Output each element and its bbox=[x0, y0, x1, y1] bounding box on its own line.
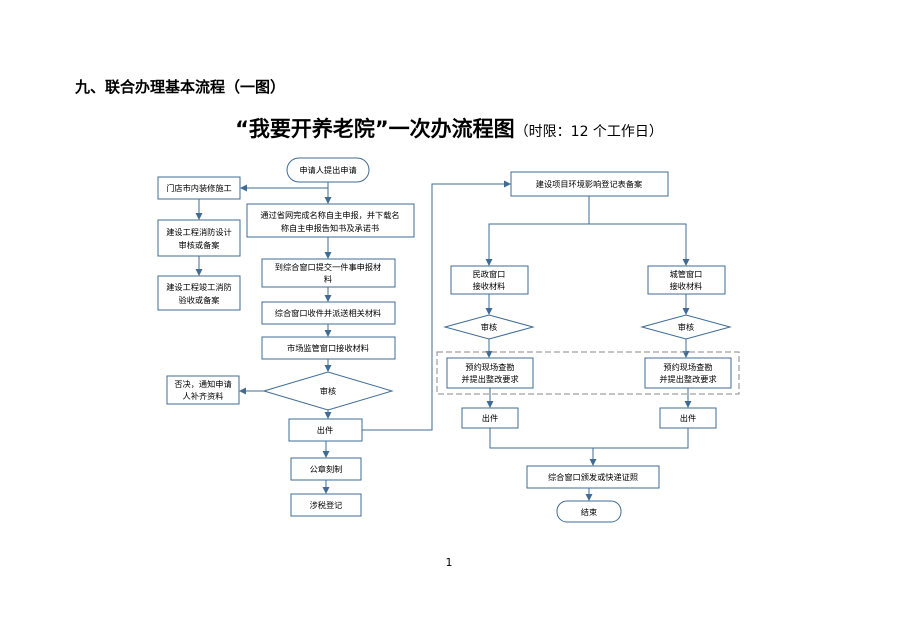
node-seal-engrave: 公章刻制 bbox=[290, 457, 362, 481]
node-seal-engrave-label: 公章刻制 bbox=[310, 464, 343, 474]
title-time-limit: （时限：12 个工作日） bbox=[514, 124, 663, 140]
node-civil-window: 民政窗口 接收材料 bbox=[450, 265, 529, 295]
node-market-receive: 市场监管窗口接收材料 bbox=[261, 336, 396, 360]
node-env-record-label: 建设项目环境影响登记表备案 bbox=[536, 179, 642, 189]
node-issue-urban: 出件 bbox=[659, 407, 717, 429]
node-certificate-label: 综合窗口颁发或快递证照 bbox=[548, 472, 638, 482]
node-review-urban-label: 审核 bbox=[678, 322, 694, 332]
node-online-apply: 通过省网完成名称自主申报，并下载名 称自主申报告知书及承诺书 bbox=[246, 203, 415, 238]
node-issue-main: 出件 bbox=[288, 418, 363, 442]
node-urban-window-line2: 接收材料 bbox=[670, 281, 703, 291]
node-fire-design-line1: 建设工程消防设计 bbox=[166, 227, 232, 237]
node-civil-window-line1: 民政窗口 bbox=[473, 269, 506, 279]
node-submit-materials-line2: 料 bbox=[324, 274, 332, 284]
node-start-label: 申请人提出申请 bbox=[299, 165, 356, 175]
node-env-record: 建设项目环境影响登记表备案 bbox=[510, 171, 669, 197]
node-submit-materials-line1: 到综合窗口提交一件事申报材 bbox=[275, 262, 381, 272]
node-inspect-civil: 预约现场查勘 并提出整改要求 bbox=[446, 357, 534, 389]
node-online-apply-line1: 通过省网完成名称自主申报，并下载名 bbox=[260, 210, 399, 220]
node-inspect-civil-line1: 预约现场查勘 bbox=[465, 362, 514, 372]
node-urban-window-line1: 城管窗口 bbox=[670, 269, 703, 279]
node-inspect-civil-line2: 并提出整改要求 bbox=[461, 374, 518, 384]
node-reject-notice: 否决，通知申请 人补齐资料 bbox=[166, 375, 240, 405]
node-fire-design: 建设工程消防设计 审核或备案 bbox=[157, 219, 241, 257]
node-review-civil-label: 审核 bbox=[481, 322, 497, 332]
node-urban-window: 城管窗口 接收材料 bbox=[647, 265, 726, 295]
edge-start-renovation bbox=[240, 182, 329, 192]
edge-issue-env bbox=[362, 180, 511, 431]
node-end: 结束 bbox=[556, 500, 622, 523]
node-online-apply-line2: 称自主申报告知书及承诺书 bbox=[281, 223, 379, 233]
node-issue-civil-label: 出件 bbox=[482, 413, 498, 423]
page-number: 1 bbox=[445, 556, 453, 569]
node-submit-materials: 到综合窗口提交一件事申报材 料 bbox=[261, 258, 396, 288]
node-receive-dispatch: 综合窗口收件并派送相关材料 bbox=[261, 301, 396, 325]
node-review-main-label: 审核 bbox=[320, 386, 336, 396]
node-receive-dispatch-label: 综合窗口收件并派送相关材料 bbox=[275, 308, 381, 318]
node-renovation-label: 门店市内装修施工 bbox=[166, 183, 232, 193]
node-fire-accept-line1: 建设工程竣工消防 bbox=[166, 282, 232, 292]
node-tax-register: 涉税登记 bbox=[290, 493, 362, 517]
node-issue-urban-label: 出件 bbox=[680, 413, 696, 423]
title-main: “我要开养老院”一次办流程图 bbox=[235, 117, 515, 141]
node-fire-design-line2: 审核或备案 bbox=[179, 240, 220, 250]
node-reject-notice-line2: 人补齐资料 bbox=[183, 391, 224, 401]
node-fire-accept-line2: 验收或备案 bbox=[179, 295, 220, 305]
inspection-group-frame bbox=[436, 351, 740, 395]
flowchart-title: “我要开养老院”一次办流程图（时限：12 个工作日） bbox=[0, 113, 898, 143]
node-market-receive-label: 市场监管窗口接收材料 bbox=[287, 343, 369, 353]
node-review-urban: 审核 bbox=[640, 314, 732, 340]
node-inspect-urban-line2: 并提出整改要求 bbox=[659, 374, 716, 384]
edge-env-split bbox=[485, 196, 590, 266]
section-heading: 九、联合办理基本流程（一图） bbox=[75, 78, 286, 96]
node-tax-register-label: 涉税登记 bbox=[310, 500, 343, 510]
node-certificate: 综合窗口颁发或快递证照 bbox=[526, 465, 660, 489]
node-start: 申请人提出申请 bbox=[286, 157, 370, 183]
edge-issuecivil-merge bbox=[489, 428, 597, 466]
node-issue-civil: 出件 bbox=[461, 407, 519, 429]
node-end-label: 结束 bbox=[581, 507, 597, 517]
node-fire-accept: 建设工程竣工消防 验收或备案 bbox=[157, 275, 241, 311]
edge-issueurban-merge bbox=[593, 428, 689, 449]
node-renovation: 门店市内装修施工 bbox=[157, 176, 241, 200]
edge-env-urban bbox=[589, 223, 690, 266]
node-inspect-urban-line1: 预约现场查勘 bbox=[663, 362, 712, 372]
node-review-civil: 审核 bbox=[443, 314, 535, 340]
node-reject-notice-line1: 否决，通知申请 bbox=[174, 379, 231, 389]
node-inspect-urban: 预约现场查勘 并提出整改要求 bbox=[644, 357, 732, 389]
node-review-main: 审核 bbox=[262, 371, 394, 411]
node-issue-main-label: 出件 bbox=[317, 425, 333, 435]
node-civil-window-line2: 接收材料 bbox=[473, 281, 506, 291]
